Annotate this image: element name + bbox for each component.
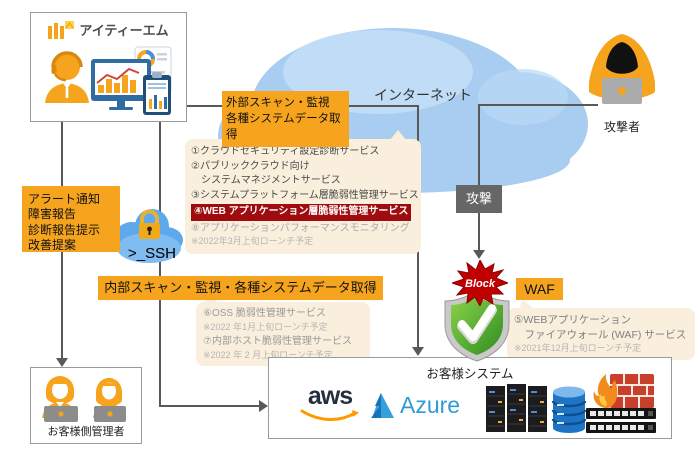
oss-launch-note: ※2022 年1月上旬ローンチ予定 bbox=[203, 321, 328, 332]
arrow-to-admin-icon bbox=[56, 358, 68, 367]
external-scan-line2: 各種システムデータ取得 bbox=[226, 113, 341, 142]
azure-triangle-icon bbox=[371, 393, 394, 418]
admin-users-icon bbox=[42, 376, 126, 422]
lock-shackle-icon bbox=[140, 209, 159, 224]
line-itm-to-internal-scan bbox=[159, 120, 161, 277]
alert-line: 改善提案 bbox=[28, 238, 77, 253]
arrow-to-customer-icon bbox=[412, 347, 424, 356]
services-callout-tail bbox=[390, 130, 406, 140]
internal-scan-label: 内部スキャン・監視・各種システムデータ取得 bbox=[98, 276, 383, 300]
firewall-icon bbox=[593, 374, 654, 409]
oss-item: ⑦内部ホスト脆弱性管理サービス bbox=[203, 336, 352, 348]
line-attack-down bbox=[478, 104, 480, 250]
arrow-attack-icon bbox=[473, 250, 485, 259]
service-item: ①クラウドセキュリティ設定診断サービス bbox=[191, 146, 380, 157]
oss-launch-note: ※2022 年 2 月上旬ローンチ予定 bbox=[203, 349, 333, 360]
attacker-icon bbox=[589, 34, 655, 104]
database-icon bbox=[551, 386, 587, 433]
waf-shield-icon bbox=[444, 290, 510, 362]
external-scan-label: 外部スキャン・監視 各種システムデータ取得 bbox=[222, 91, 349, 148]
operator-illustration-icon bbox=[45, 46, 172, 115]
service-launch-note: ※2022年3月上旬ローンチ予定 bbox=[191, 236, 314, 246]
aws-smile-icon bbox=[300, 409, 359, 421]
service-item-upcoming: ⑧アプリケーションパフォーマンスモニタリング bbox=[191, 222, 410, 234]
ssh-cloud-icon: >_SSH bbox=[115, 209, 183, 263]
itm-box: アイティーエム bbox=[30, 12, 187, 122]
alert-line: 障害報告 bbox=[28, 207, 77, 222]
external-scan-line1: 外部スキャン・監視 bbox=[226, 97, 330, 109]
azure-logo-text: Azure bbox=[400, 392, 461, 418]
block-burst-icon: Block bbox=[452, 260, 508, 306]
alert-line: 診断報告提示 bbox=[28, 222, 101, 237]
itm-logo-icon bbox=[48, 20, 75, 39]
arrow-into-customer-left-icon bbox=[259, 400, 268, 412]
alert-line: アラート通知 bbox=[28, 192, 101, 206]
line-attacker-left bbox=[479, 104, 598, 106]
itm-name: アイティーエム bbox=[79, 23, 169, 38]
oss-item: ⑥OSS 脆弱性管理サービス bbox=[203, 308, 326, 319]
service-item: システムマネジメントサービス bbox=[191, 175, 341, 186]
flame-icon bbox=[593, 374, 618, 409]
line-internal-down bbox=[159, 300, 161, 407]
waf-callout: ⑤WEBアプリケーション ファイアウォール (WAF) サービス ※2021年1… bbox=[507, 308, 695, 361]
waf-service-line: ⑤WEBアプリケーション bbox=[514, 314, 632, 326]
aws-logo-text: aws bbox=[307, 382, 353, 410]
waf-label: WAF bbox=[516, 278, 563, 300]
ssh-label: >_SSH bbox=[128, 245, 176, 262]
azure-logo: Azure bbox=[366, 392, 460, 419]
service-item: ②パブリッククラウド向け bbox=[191, 160, 310, 172]
services-callout: ①クラウドセキュリティ設定診断サービス ②パブリッククラウド向け システムマネジ… bbox=[185, 139, 421, 254]
service-item: ③システムプラットフォーム層脆弱性管理サービス bbox=[191, 189, 419, 201]
line-itm-to-external-scan bbox=[185, 105, 222, 107]
line-internal-right bbox=[159, 405, 259, 407]
customer-admin-box: お客様側管理者 bbox=[30, 367, 142, 444]
service-item-highlighted: ④WEB アプリケーション層脆弱性管理サービス bbox=[191, 204, 412, 221]
network-switch-icon bbox=[586, 408, 656, 433]
server-rack-icon bbox=[486, 384, 547, 432]
aws-logo: aws bbox=[298, 384, 362, 427]
customer-admin-label: お客様側管理者 bbox=[47, 426, 125, 438]
internet-label: インターネット bbox=[374, 87, 472, 103]
block-text: Block bbox=[465, 278, 496, 290]
attack-label: 攻撃 bbox=[456, 185, 502, 213]
ssh-text: >_SSH bbox=[128, 245, 176, 262]
waf-service-line: ファイアウォール (WAF) サービス bbox=[514, 329, 687, 342]
waf-launch-note: ※2021年12月上旬ローンチ予定 bbox=[514, 343, 642, 354]
attacker-label: 攻撃者 bbox=[603, 120, 640, 134]
oss-callout: ⑥OSS 脆弱性管理サービス ※2022 年1月上旬ローンチ予定 ⑦内部ホスト脆… bbox=[196, 302, 370, 367]
alert-box: アラート通知 障害報告 診断報告提示 改善提案 bbox=[22, 186, 120, 252]
line-external-scan-right bbox=[348, 105, 419, 107]
customer-system-title: お客様システム bbox=[426, 367, 514, 381]
